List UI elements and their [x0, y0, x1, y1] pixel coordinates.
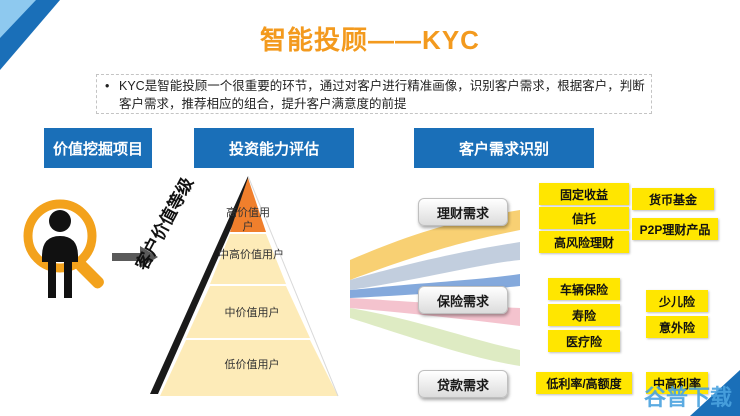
bullet-icon: • — [105, 79, 110, 93]
pyramid-tier-mid-high — [210, 234, 286, 284]
page-title: 智能投顾——KYC — [260, 25, 480, 55]
product-life-insurance: 寿险 — [548, 304, 620, 326]
product-high-risk: 高风险理财 — [539, 231, 629, 253]
arrow-right-icon — [112, 246, 158, 268]
product-child-insurance: 少儿险 — [646, 290, 708, 312]
header-value-mining: 价值挖掘项目 — [44, 128, 152, 168]
product-fixed-income: 固定收益 — [539, 183, 629, 205]
product-p2p: P2P理财产品 — [632, 218, 718, 240]
pyramid-tier-low — [160, 340, 338, 396]
product-mid-high-rate: 中高利率 — [646, 372, 708, 394]
watermark-logo: 谷普下载 — [643, 385, 732, 410]
product-medical-insurance: 医疗险 — [548, 330, 620, 352]
pyramid-tier-high — [230, 178, 266, 232]
tier-label-mid: 中价值用户 — [224, 307, 280, 319]
category-wealth: 理财需求 — [418, 198, 508, 226]
tier-label-high: 高价值用户 — [226, 207, 270, 233]
product-money-fund: 货币基金 — [632, 188, 714, 210]
product-trust: 信托 — [539, 207, 629, 229]
header-needs: 客户需求识别 — [414, 128, 594, 168]
category-insurance: 保险需求 — [418, 286, 508, 314]
category-loan: 贷款需求 — [418, 370, 508, 398]
intro-text-box: • KYC是智能投顾一个很重要的环节，通过对客户进行精准画像，识别客户需求，根据… — [96, 74, 652, 114]
tier-label-mid-high: 中高价值用户 — [218, 249, 284, 261]
pyramid-tier-mid — [186, 286, 310, 338]
tier-label-low: 低价值用户 — [224, 359, 280, 371]
product-accident-insurance: 意外险 — [646, 316, 708, 338]
product-low-rate: 低利率/高额度 — [536, 372, 632, 394]
header-capability: 投资能力评估 — [194, 128, 354, 168]
magnifier-person-icon — [23, 199, 104, 298]
product-vehicle-insurance: 车辆保险 — [548, 278, 620, 300]
value-pyramid — [150, 176, 339, 397]
corner-decoration-top-left-light — [0, 0, 36, 38]
intro-text: KYC是智能投顾一个很重要的环节，通过对客户进行精准画像，识别客户需求，根据客户… — [119, 79, 645, 111]
